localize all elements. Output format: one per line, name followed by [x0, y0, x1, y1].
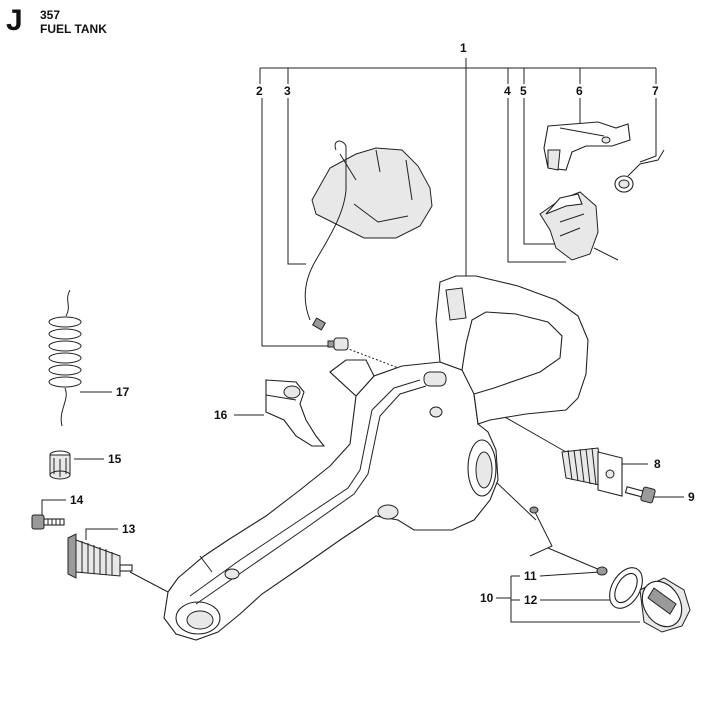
section-letter: J: [6, 4, 23, 37]
page-title: FUEL TANK: [40, 22, 107, 36]
fuel-cap: [639, 577, 691, 633]
fuel-filter: [49, 450, 71, 480]
callout-17: 17: [116, 385, 130, 399]
callout-8: 8: [654, 457, 661, 471]
pin: [593, 247, 619, 261]
vibration-damper-right: [561, 447, 623, 497]
callout-9: 9: [688, 490, 695, 504]
callout-13: 13: [122, 522, 136, 536]
vent-hose: [614, 149, 665, 193]
cap-retainer-strap: [529, 506, 608, 576]
screw-right: [624, 486, 656, 504]
fuel-cap-o-ring: [609, 567, 643, 609]
callout-16: 16: [214, 408, 228, 422]
callout-labels: 1 2 3 4 5 6 7 8 9 10 11 12 13 14 15 16 1…: [70, 41, 695, 607]
fuel-connector: [327, 337, 349, 351]
tank-vent-bracket: [543, 121, 631, 171]
callout-1: 1: [460, 41, 467, 55]
vibration-damper-left: [67, 533, 133, 579]
callout-4: 4: [504, 84, 511, 98]
tank-cover: [539, 191, 599, 261]
callout-15: 15: [108, 452, 122, 466]
callout-7: 7: [652, 84, 659, 98]
callout-2: 2: [256, 84, 263, 98]
leader-lines: [41, 58, 684, 623]
callout-14: 14: [70, 493, 84, 507]
model-number: 357: [40, 8, 61, 22]
chain-guard-bracket: [265, 379, 326, 447]
screw-left: [31, 514, 65, 530]
callout-6: 6: [576, 84, 583, 98]
fuel-hose-coil: [48, 289, 82, 427]
fuel-hose-upper: [304, 140, 433, 331]
fuel-tank-body: [163, 275, 589, 641]
callout-5: 5: [520, 84, 527, 98]
callout-3: 3: [284, 84, 291, 98]
callout-10: 10: [480, 591, 494, 605]
callout-11: 11: [524, 569, 537, 583]
callout-12: 12: [524, 593, 538, 607]
